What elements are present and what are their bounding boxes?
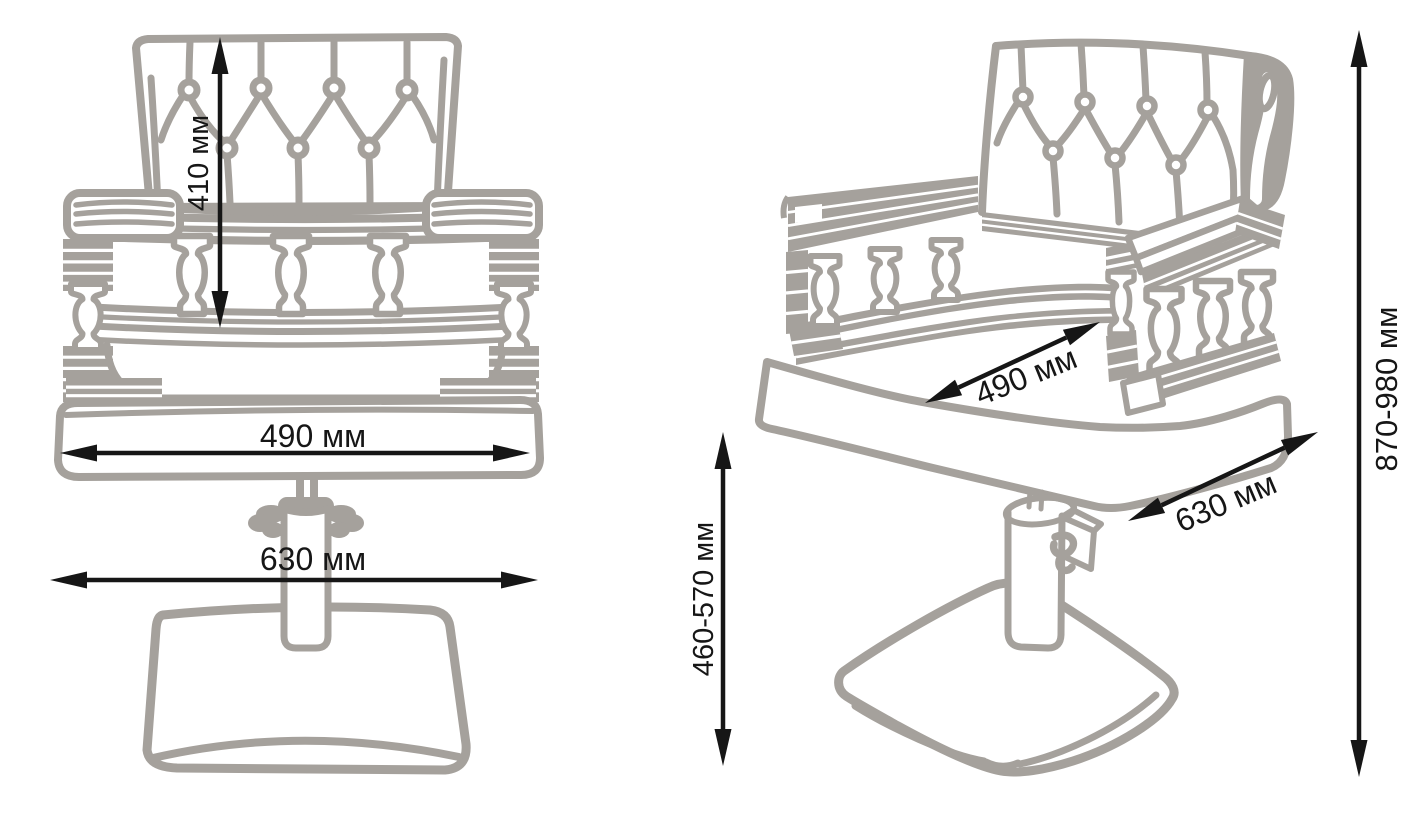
svg-text:490 мм: 490 мм (260, 418, 366, 454)
svg-text:870-980 мм: 870-980 мм (1369, 306, 1404, 471)
svg-text:460-570 мм: 460-570 мм (688, 522, 720, 676)
svg-text:410 мм: 410 мм (183, 115, 215, 211)
svg-text:490 мм: 490 мм (970, 339, 1082, 412)
svg-text:630 мм: 630 мм (260, 541, 366, 577)
